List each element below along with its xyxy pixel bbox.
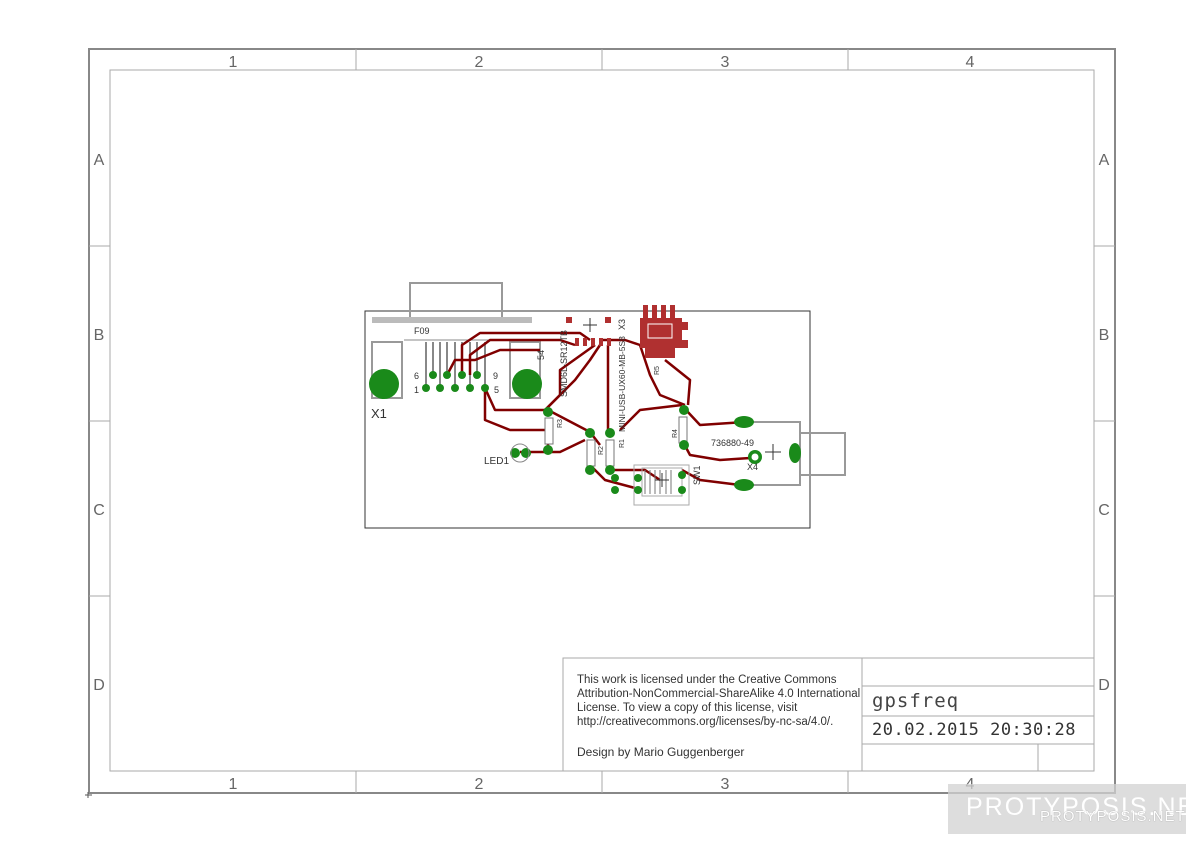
drawing-title: gpsfreq bbox=[872, 690, 960, 712]
col-label-4-top: 4 bbox=[966, 54, 975, 71]
label-pin9: 9 bbox=[493, 371, 498, 381]
board-outline bbox=[364, 310, 811, 529]
frame-dividers bbox=[89, 49, 1115, 793]
label-r3: R3 bbox=[557, 419, 564, 428]
row-label-d-left: D bbox=[93, 677, 105, 694]
sw1-outline bbox=[633, 464, 690, 506]
label-x1: X1 bbox=[371, 406, 387, 421]
label-pin6: 6 bbox=[414, 371, 419, 381]
usb-connector-copper bbox=[640, 305, 688, 358]
label-pin5: 5 bbox=[494, 385, 499, 395]
label-pin1: 1 bbox=[414, 385, 419, 395]
label-r2: R2 bbox=[598, 446, 605, 455]
label-x4: X4 bbox=[747, 462, 758, 472]
col-label-1-top: 1 bbox=[229, 54, 238, 71]
label-54: 54 bbox=[536, 350, 546, 360]
col-label-2-bottom: 2 bbox=[475, 776, 484, 793]
watermark-box bbox=[948, 784, 1186, 834]
label-x4-part: 736880-49 bbox=[711, 438, 754, 448]
label-led1: LED1 bbox=[484, 456, 509, 467]
row-label-a-right: A bbox=[1099, 152, 1110, 169]
row-label-b-right: B bbox=[1099, 327, 1110, 344]
row-label-a-left: A bbox=[94, 152, 105, 169]
designer-text: Design by Mario Guggenberger bbox=[577, 745, 745, 759]
ic-copper bbox=[566, 317, 611, 346]
x1-mount-pad-right bbox=[512, 369, 542, 399]
label-f09: F09 bbox=[414, 326, 430, 336]
row-label-c-left: C bbox=[93, 502, 105, 519]
row-label-c-right: C bbox=[1098, 502, 1110, 519]
license-text: This work is licensed under the Creative… bbox=[577, 674, 861, 728]
col-label-2-top: 2 bbox=[475, 54, 484, 71]
label-r1: R1 bbox=[619, 439, 626, 448]
row-label-b-left: B bbox=[94, 327, 105, 344]
resistor-outlines bbox=[544, 416, 688, 467]
watermark-text-large: PROTYPOSIS.NET bbox=[966, 793, 1200, 821]
pcb-board: X1 F09 6 1 9 5 LED1 736880-49 X4 SMD6L-S… bbox=[364, 282, 846, 529]
label-r5: R5 bbox=[654, 366, 661, 375]
col-label-1-bottom: 1 bbox=[229, 776, 238, 793]
label-r4: R4 bbox=[672, 429, 679, 438]
label-ic: SMD6L-SR12TB bbox=[559, 330, 569, 397]
label-usb: MINI-USB-UX60-MB-5S8 bbox=[617, 336, 627, 432]
col-label-3-top: 3 bbox=[721, 54, 730, 71]
label-x3: X3 bbox=[617, 319, 627, 330]
label-sw1: SW1 bbox=[692, 465, 702, 485]
pads bbox=[369, 369, 801, 494]
row-label-d-right: D bbox=[1098, 677, 1110, 694]
title-block bbox=[562, 657, 1095, 772]
col-label-3-bottom: 3 bbox=[721, 776, 730, 793]
inner-frame bbox=[109, 69, 1095, 772]
drawing-date: 20.02.2015 20:30:28 bbox=[872, 720, 1076, 740]
watermark-text-small: PROTYPOSIS.NET bbox=[1040, 808, 1186, 825]
x1-mount-pad-left bbox=[369, 369, 399, 399]
